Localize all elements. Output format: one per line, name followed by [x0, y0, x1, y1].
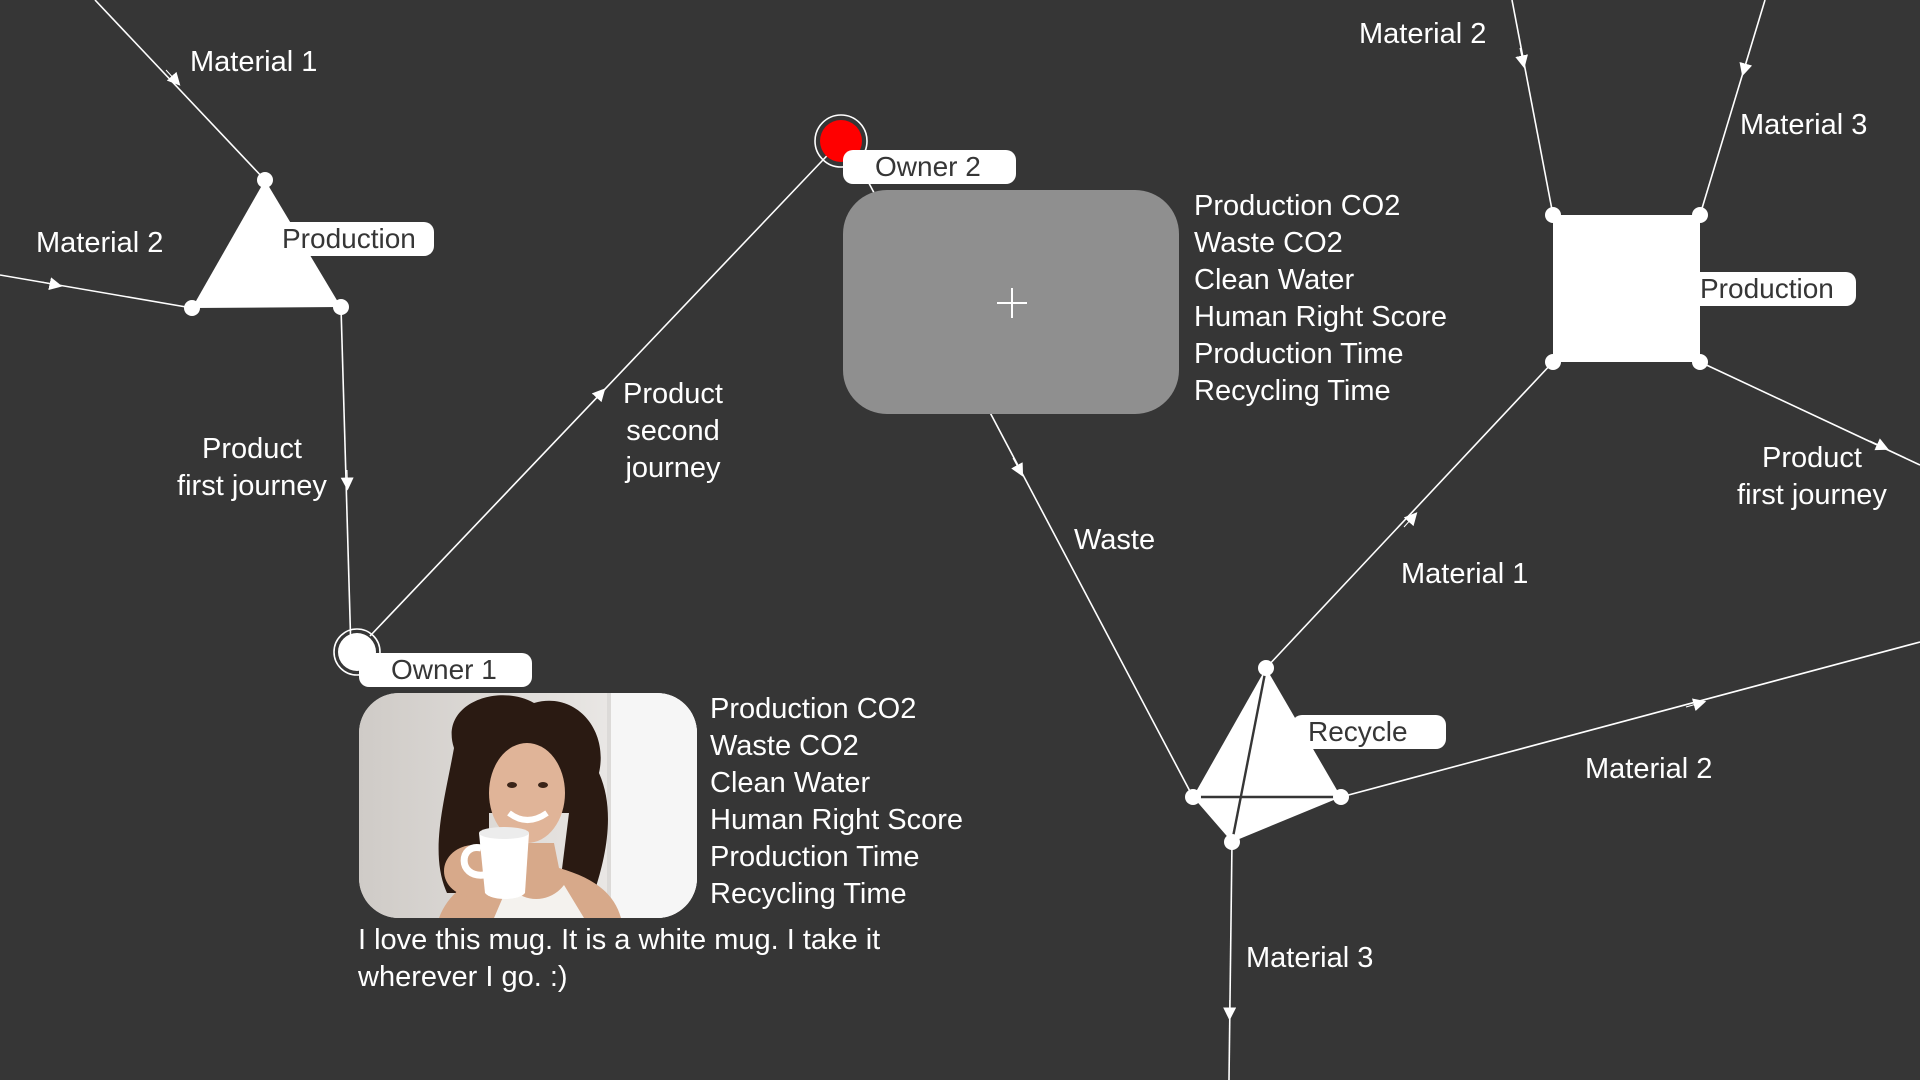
edge-label-material3-bottom: Material 3 — [1246, 942, 1374, 974]
metric-item: Recycling Time — [1194, 375, 1391, 407]
edge-label-product-second-journey: Product second journey — [623, 378, 723, 484]
arrow-waste — [1011, 457, 1024, 477]
metric-item: Human Right Score — [1194, 301, 1448, 333]
arrow-material1-top — [165, 69, 181, 86]
metric-item: Production CO2 — [710, 693, 917, 725]
woman-with-mug-image — [359, 693, 697, 918]
arrow-product-second-journey — [590, 388, 606, 405]
edge-label-material2-bottom-right: Material 2 — [1585, 753, 1713, 785]
recycle-node[interactable] — [1185, 660, 1349, 850]
owner1-comment: I love this mug. It is a white mug. I ta… — [358, 924, 881, 993]
edge-label-product-first-journey-b: Product first journey — [1737, 442, 1887, 511]
edge-product-second-journey — [369, 140, 842, 637]
edge-material3-bottom — [1228, 841, 1233, 1080]
arrow-material2-top-right — [1515, 47, 1528, 69]
edge-label-material1-top: Material 1 — [190, 46, 318, 78]
production-a-label: Production — [266, 222, 434, 256]
metric-item: Production Time — [1194, 338, 1404, 370]
edge-material2-bottom-right — [1340, 641, 1920, 798]
edge-material2-left — [0, 274, 193, 309]
edge-material1-top — [94, 0, 266, 181]
production-b-label: Production — [1682, 272, 1856, 306]
metric-item: Production CO2 — [1194, 190, 1401, 222]
owner1-metrics-list: Production CO2 Waste CO2 Clean Water Hum… — [710, 691, 963, 913]
arrow-material2-bottom-right — [1685, 698, 1707, 712]
metric-item: Human Right Score — [710, 804, 964, 836]
metric-item: Clean Water — [1194, 264, 1355, 296]
owner2-label[interactable]: Owner 2 — [843, 150, 1016, 184]
arrow-product-first-journey-b — [1869, 438, 1889, 451]
edge-label-material1-mid: Material 1 — [1401, 558, 1529, 590]
metric-item: Production Time — [710, 841, 920, 873]
metric-item: Recycling Time — [710, 878, 907, 910]
edge-label-product-first-journey-a: Product first journey — [177, 433, 327, 502]
recycle-label: Recycle — [1292, 715, 1446, 749]
arrow-material2-left — [41, 277, 63, 290]
edge-material2-top-right — [1511, 0, 1554, 216]
owner2-metrics-list: Production CO2 Waste CO2 Clean Water Hum… — [1194, 188, 1447, 410]
metric-item: Waste CO2 — [1194, 227, 1343, 259]
owner1-photo — [359, 693, 697, 918]
arrow-material1-mid — [1403, 512, 1418, 528]
plus-icon — [997, 288, 1027, 318]
edge-label-material2-top-right: Material 2 — [1359, 18, 1487, 50]
arrow-material3-right — [1739, 55, 1753, 77]
add-photo-button[interactable] — [843, 190, 1179, 414]
production-b-node[interactable] — [1545, 207, 1708, 370]
edge-material3-right — [1699, 0, 1766, 216]
metric-item: Clean Water — [710, 767, 871, 799]
edge-label-material2-left: Material 2 — [36, 227, 164, 259]
owner1-label[interactable]: Owner 1 — [359, 653, 532, 687]
edge-label-material3-right: Material 3 — [1740, 109, 1868, 141]
metric-item: Waste CO2 — [710, 730, 859, 762]
edge-label-waste: Waste — [1074, 524, 1156, 556]
edge-product-first-journey-a — [340, 306, 352, 653]
